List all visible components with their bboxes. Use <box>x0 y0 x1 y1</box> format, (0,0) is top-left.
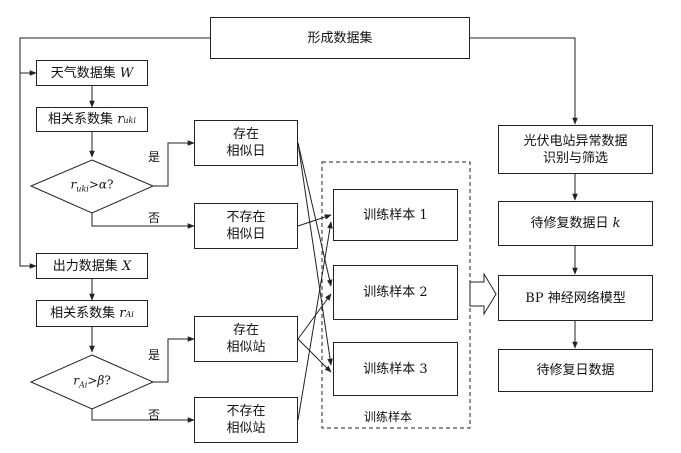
pv-anomaly-box: 光伏电站异常数据 识别与筛选 <box>498 125 653 174</box>
weather-var: W <box>119 65 134 81</box>
corr-output-var: r <box>119 306 126 321</box>
corr-weather-sub: uki <box>123 115 136 125</box>
not-exists-similar-day-box: 不存在 相似日 <box>194 203 298 249</box>
repaired-data-box: 待修复日数据 <box>498 349 653 392</box>
link-simday-to-s3 <box>297 142 333 366</box>
not-exists-similar-station-box: 不存在 相似站 <box>194 397 298 443</box>
training-sample-1-box: 训练样本 1 <box>333 189 458 241</box>
repair-day-var: k <box>612 216 621 231</box>
training-sample-2-box: 训练样本 2 <box>333 265 458 320</box>
pv-anomaly-l1: 光伏电站异常数据 <box>523 133 628 149</box>
bp-model-box: BP 神经网络模型 <box>498 275 653 321</box>
arrow-form-to-output <box>19 73 37 269</box>
arrow-alpha-yes <box>153 140 195 187</box>
exists-similar-day-l1: 存在 <box>232 127 259 142</box>
corr-weather-var: r <box>117 112 124 127</box>
link-simday-to-s2 <box>297 142 333 287</box>
arrow-form-to-weather <box>19 37 210 76</box>
link-simstation-to-s3 <box>297 338 332 373</box>
repair-day-box: 待修复数据日 k <box>498 201 653 246</box>
corr-weather-label: 相关系数集 <box>48 112 114 127</box>
arrow-alpha-no <box>91 213 195 229</box>
exists-similar-station-l2: 相似站 <box>226 340 266 355</box>
beta-yes-label: 是 <box>148 348 161 362</box>
not-exists-similar-day-l2: 相似日 <box>226 227 266 242</box>
exists-similar-station-l1: 存在 <box>232 323 259 338</box>
output-var: X <box>121 258 132 274</box>
form-dataset-label: 形成数据集 <box>307 30 373 46</box>
not-exists-similar-station-l2: 相似站 <box>226 421 266 436</box>
link-nosimday-to-s1 <box>297 214 332 227</box>
pv-anomaly-l2: 识别与筛选 <box>542 150 608 166</box>
arrow-beta-yes <box>153 336 195 383</box>
link-nosimstation-to-s1 <box>297 221 333 421</box>
not-exists-similar-day-l1: 不存在 <box>226 210 266 225</box>
weather-dataset-box: 天气数据集 W <box>36 60 148 86</box>
not-exists-similar-station-l1: 不存在 <box>226 404 266 419</box>
link-simstation-to-s2 <box>297 293 332 340</box>
arrow-form-to-pv <box>470 37 578 125</box>
training-sample-1-label: 训练样本 1 <box>363 207 428 223</box>
training-sample-3-box: 训练样本 3 <box>333 342 458 396</box>
exists-similar-day-box: 存在 相似日 <box>194 120 298 166</box>
alpha-no-label: 否 <box>148 211 161 225</box>
corr-output-label: 相关系数集 <box>50 306 116 321</box>
exists-similar-station-box: 存在 相似站 <box>194 316 298 362</box>
training-sample-group-label: 训练样本 <box>364 410 413 424</box>
form-dataset-box: 形成数据集 <box>210 17 470 59</box>
exists-similar-day-l2: 相似日 <box>226 144 266 159</box>
beta-no-label: 否 <box>148 408 161 422</box>
output-dataset-label: 出力数据集 <box>52 258 118 274</box>
decision-beta-text: rAi>β? <box>73 373 111 390</box>
weather-dataset-label: 天气数据集 <box>50 65 116 81</box>
bp-model-label: BP 神经网络模型 <box>525 290 626 306</box>
training-sample-3-label: 训练样本 3 <box>363 361 428 377</box>
training-sample-2-label: 训练样本 2 <box>363 285 428 300</box>
output-dataset-box: 出力数据集 X <box>36 253 148 279</box>
arrow-beta-no <box>91 409 195 423</box>
alpha-yes-label: 是 <box>148 150 161 164</box>
corr-output-sub: Ai <box>125 309 134 319</box>
repaired-data-label: 待修复日数据 <box>536 363 615 378</box>
repair-day-label: 待修复数据日 <box>530 216 609 231</box>
decision-alpha-text: ruki>α? <box>70 177 114 194</box>
hollow-arrow <box>469 272 497 316</box>
